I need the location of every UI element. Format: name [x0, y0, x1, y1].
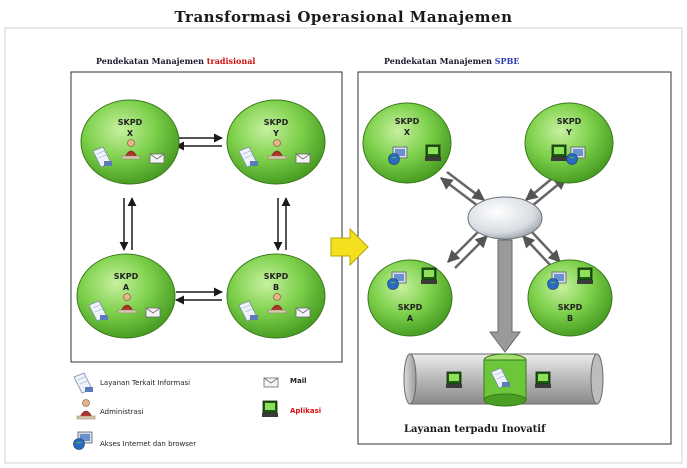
- person-icon: [76, 399, 96, 420]
- integrated-service-label: Layanan terpadu Inovatif: [404, 424, 546, 435]
- document-icon: [92, 146, 112, 168]
- svg-text:SKPD: SKPD: [398, 303, 423, 312]
- right-node-a: SKPD A: [367, 259, 453, 337]
- right-panel-title-highlight: SPBE: [494, 56, 520, 66]
- node-label-line1: SKPD: [118, 118, 143, 127]
- svg-text:SKPD: SKPD: [264, 118, 289, 127]
- page-title: Transformasi Operasional Manajemen: [174, 8, 513, 26]
- svg-text:B: B: [273, 283, 279, 292]
- hub-to-service-arrow: [489, 239, 521, 353]
- svg-text:SKPD: SKPD: [557, 117, 582, 126]
- svg-text:SKPD: SKPD: [395, 117, 420, 126]
- globe-computer-icon: [566, 146, 586, 165]
- mail-icon: [149, 153, 165, 164]
- svg-text:SKPD: SKPD: [558, 303, 583, 312]
- svg-text:A: A: [407, 314, 414, 323]
- application-icon: [551, 144, 567, 161]
- svg-text:X: X: [404, 128, 411, 137]
- legend-label-admin: Administrasi: [100, 408, 144, 416]
- svg-text:SKPD: SKPD: [264, 272, 289, 281]
- document-icon: [490, 367, 510, 389]
- legend-label-app: Aplikasi: [290, 407, 322, 415]
- svg-text:Y: Y: [565, 128, 572, 137]
- right-node-x: SKPD X: [362, 102, 452, 184]
- svg-text:A: A: [123, 283, 130, 292]
- application-icon: [535, 371, 551, 388]
- transition-arrow: [330, 227, 369, 267]
- right-connectors: [440, 171, 567, 269]
- application-icon: [446, 371, 462, 388]
- right-panel-title: Pendekatan Manajemen SPBE: [384, 56, 520, 66]
- left-connectors: [119, 133, 291, 305]
- node-label-line2: X: [127, 129, 134, 138]
- document-icon: [238, 300, 258, 322]
- document-icon: [73, 372, 93, 394]
- network-hub: [467, 196, 543, 240]
- application-icon: [421, 267, 437, 284]
- legend-label-info: Layanan Terkait Informasi: [100, 379, 191, 387]
- person-icon: [121, 139, 141, 160]
- application-icon: [577, 267, 593, 284]
- globe-computer-icon: [547, 271, 567, 290]
- svg-text:B: B: [567, 314, 573, 323]
- application-icon: [262, 400, 278, 417]
- person-icon: [267, 139, 287, 160]
- document-icon: [88, 300, 108, 322]
- outer-frame: [4, 27, 683, 464]
- mail-icon: [295, 307, 311, 318]
- globe-computer-icon: [387, 271, 407, 290]
- person-icon: [267, 293, 287, 314]
- legend-label-mail: Mail: [290, 377, 307, 385]
- application-icon: [425, 144, 441, 161]
- globe-computer-icon: [73, 431, 93, 450]
- mail-icon: [263, 377, 279, 388]
- document-icon: [238, 146, 258, 168]
- svg-text:Y: Y: [272, 129, 279, 138]
- svg-text:SKPD: SKPD: [114, 272, 139, 281]
- globe-computer-icon: [388, 146, 408, 165]
- left-panel-title-highlight: tradisional: [206, 56, 256, 66]
- person-icon: [117, 293, 137, 314]
- integrated-service-bar: [403, 353, 604, 407]
- legend-label-internet: Akses Internet dan browser: [100, 440, 197, 448]
- left-panel-title: Pendekatan Manajemen tradisional: [96, 56, 256, 66]
- right-node-b: SKPD B: [527, 259, 613, 337]
- mail-icon: [145, 307, 161, 318]
- mail-icon: [295, 153, 311, 164]
- right-node-y: SKPD Y: [524, 102, 614, 184]
